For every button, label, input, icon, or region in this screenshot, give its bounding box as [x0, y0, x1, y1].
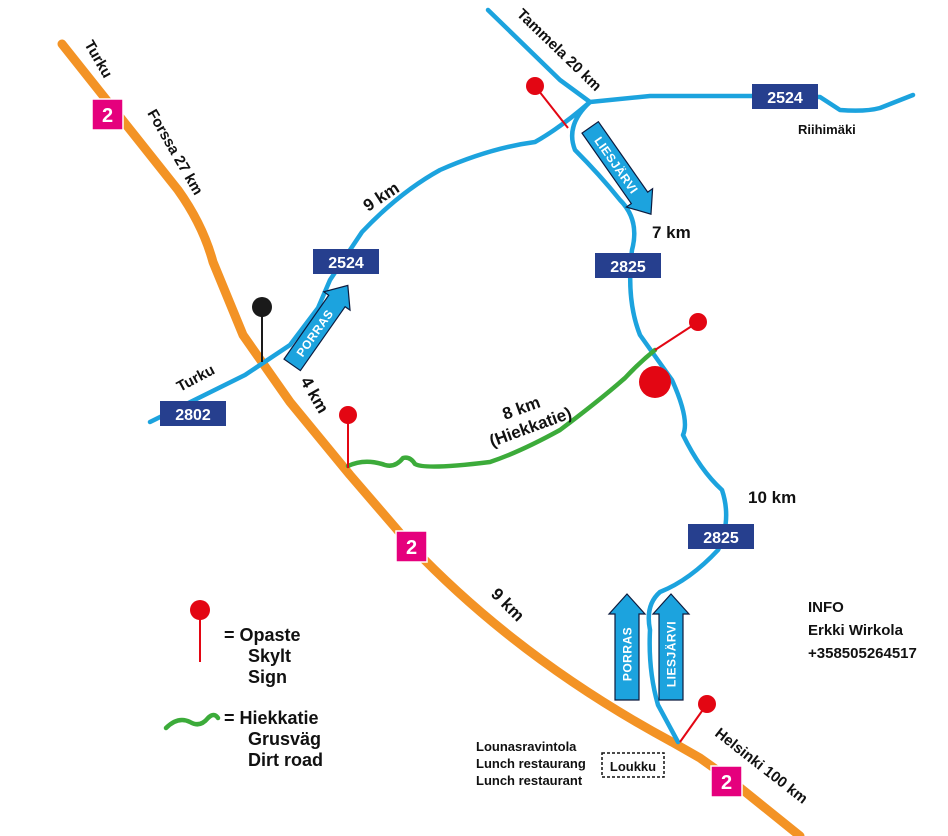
- restaurant-line1: Lounasravintola: [476, 739, 577, 754]
- legend-sign-icon: [190, 600, 210, 662]
- svg-text:2524: 2524: [767, 90, 803, 107]
- svg-text:2: 2: [102, 105, 113, 127]
- road-2802-2524: [147, 92, 916, 425]
- liesjarvi-sign-upper: LIESJÄRVI: [581, 120, 654, 216]
- road-2825: [569, 99, 729, 745]
- restaurant-block: Lounasravintola Lunch restaurang Lunch r…: [476, 739, 665, 788]
- restaurant-line3: Lunch restaurant: [476, 773, 583, 788]
- label-riihimaki: Riihimäki: [798, 122, 856, 137]
- legend-sign-sv: Skylt: [248, 646, 291, 666]
- distance-10km: 10 km: [748, 488, 796, 507]
- porras-sign-upper: PORRAS: [283, 284, 351, 372]
- svg-text:2825: 2825: [703, 530, 739, 547]
- svg-text:2802: 2802: [175, 407, 211, 424]
- legend-dirt-en: Dirt road: [248, 750, 323, 770]
- road-tammela: [485, 7, 593, 105]
- sign-pin-tammela: [526, 77, 569, 129]
- legend-dirt-road-icon: [163, 712, 221, 731]
- sign-pin-hiekkatie-end: [654, 313, 707, 351]
- restaurant-line2: Lunch restaurang: [476, 756, 586, 771]
- sign-pin-hiekkatie-start: [339, 406, 357, 468]
- liesjarvi-lower-label: LIESJÄRVI: [664, 621, 679, 687]
- svg-text:2: 2: [721, 772, 732, 794]
- dirt-road-hiekkatie: [345, 347, 658, 469]
- route-shield-2802: 2802: [160, 401, 226, 426]
- svg-text:2524: 2524: [328, 255, 364, 272]
- porras-sign-lower: PORRAS: [607, 593, 647, 701]
- e-route-shield-top: 2: [91, 98, 124, 131]
- route-shield-2825-north: 2825: [595, 253, 661, 278]
- liesjarvi-upper-label: LIESJÄRVI: [591, 134, 641, 197]
- destination-marker: [639, 366, 671, 398]
- route-shield-2524-west: 2524: [313, 249, 379, 274]
- distance-7km: 7 km: [652, 223, 691, 242]
- legend: = Opaste Skylt Sign = Hiekkatie Grusväg …: [163, 600, 323, 770]
- svg-text:2825: 2825: [610, 259, 646, 276]
- legend-sign-en: Sign: [248, 667, 287, 687]
- liesjarvi-sign-lower: LIESJÄRVI: [651, 593, 691, 701]
- junction-pin-porras: [252, 297, 272, 362]
- info-phone: +358505264517: [808, 645, 917, 662]
- porras-lower-label: PORRAS: [621, 627, 635, 681]
- legend-dirt-fi: = Hiekkatie: [224, 708, 319, 728]
- info-heading: INFO: [808, 599, 844, 616]
- legend-dirt-sv: Grusväg: [248, 729, 321, 749]
- route-shield-2825-south: 2825: [688, 524, 754, 549]
- e-route-shield-bottom: 2: [710, 765, 743, 798]
- svg-text:2: 2: [406, 537, 417, 559]
- route-shield-2524-north: 2524: [752, 84, 818, 109]
- legend-sign-fi: = Opaste: [224, 625, 301, 645]
- sign-pin-loukku: [679, 695, 716, 743]
- restaurant-name: Loukku: [610, 759, 656, 774]
- e-route-shield-mid: 2: [395, 530, 428, 563]
- main-road-2: [57, 39, 805, 836]
- distance-9km-top: 9 km: [360, 178, 403, 215]
- info-block: INFO Erkki Wirkola +358505264517: [808, 599, 917, 662]
- info-name: Erkki Wirkola: [808, 622, 904, 639]
